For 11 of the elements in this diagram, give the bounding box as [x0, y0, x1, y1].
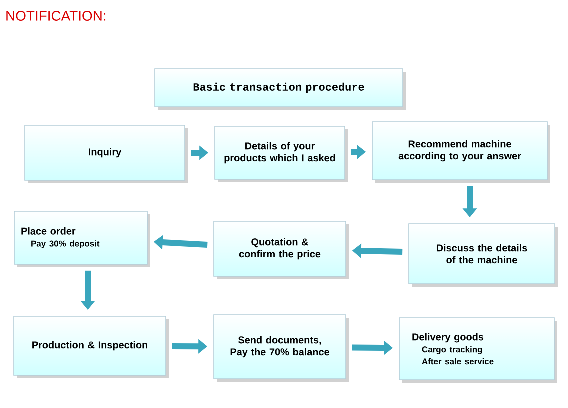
process-box: Details of your products which I asked: [214, 126, 348, 182]
process-box: Quotation & confirm the price: [214, 221, 349, 280]
process-box: Send documents, Pay the 70% balance: [214, 314, 349, 382]
process-box: Production & Inspection: [14, 316, 169, 378]
title: NOTIFICATION:: [6, 11, 106, 21]
process-box: Inquiry: [24, 125, 188, 184]
process-box: Place order Pay 30% deposit: [14, 211, 150, 268]
title-box: Basic transaction procedure: [154, 68, 406, 110]
process-box: Recommend machine according to your answer: [372, 122, 550, 183]
process-box: Delivery goods Cargo tracking After sale service: [399, 318, 558, 383]
process-box: Discuss the details of the machine: [408, 224, 558, 287]
